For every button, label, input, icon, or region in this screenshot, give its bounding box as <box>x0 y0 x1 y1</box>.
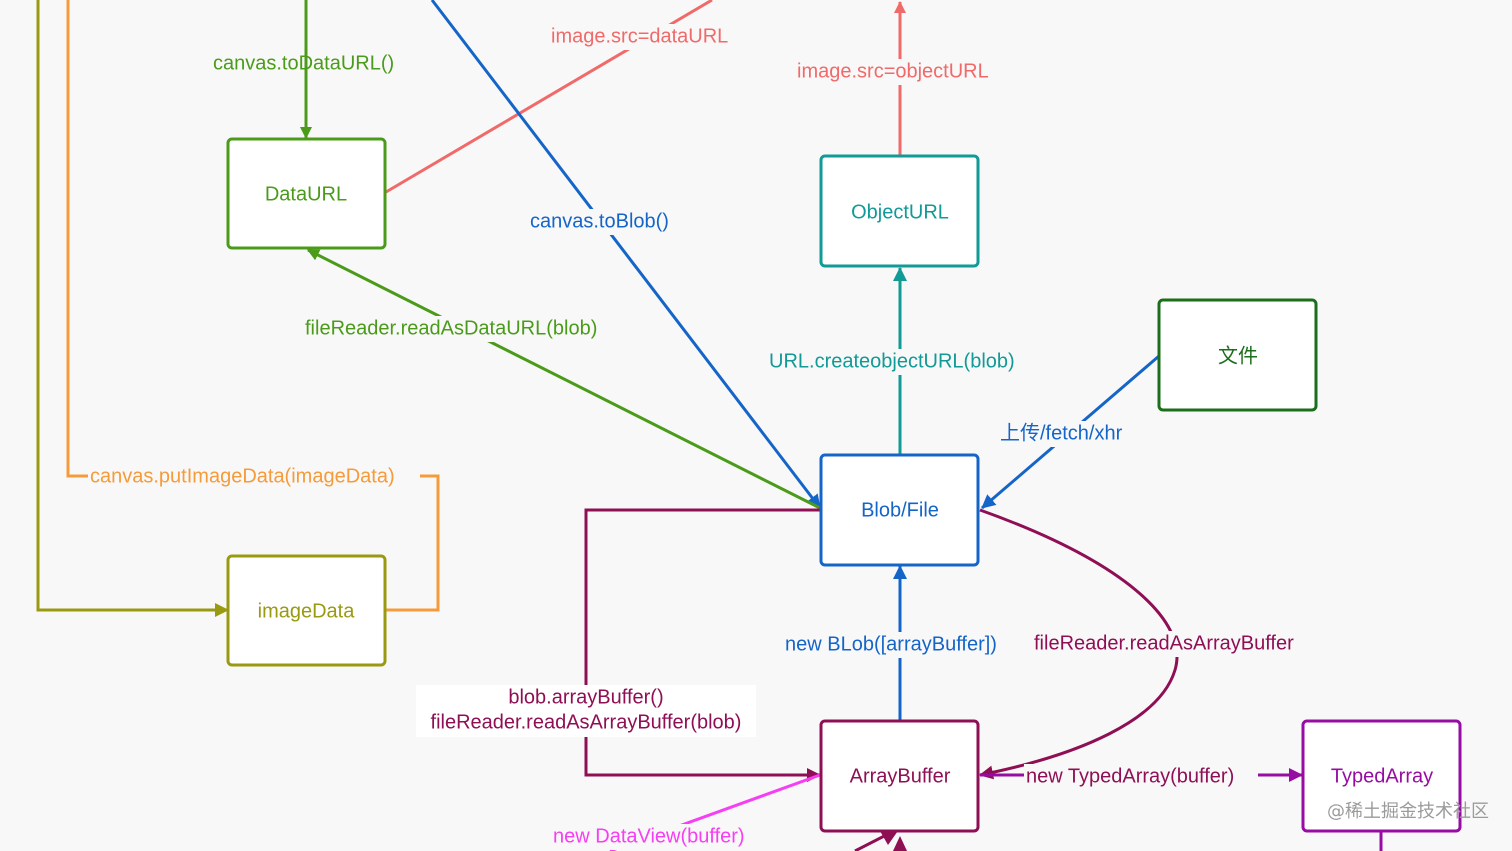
label-readasarraybuffer: fileReader.readAsArrayBuffer <box>1034 632 1294 654</box>
edge-putimagedata <box>66 0 440 612</box>
label-new-blob: new BLob([arrayBuffer]) <box>785 633 997 655</box>
edge-canvas-toblob <box>430 0 822 509</box>
label-image-src-objecturl: image.src=objectURL <box>797 60 989 82</box>
label-blob-arraybuffer-1: blob.arrayBuffer() <box>508 686 663 708</box>
label-bg-new-typedarray <box>1024 764 1258 790</box>
label-createobjecturl: URL.createobjectURL(blob) <box>769 350 1015 372</box>
label-new-typedarray: new TypedArray(buffer) <box>1026 765 1234 787</box>
node-file-label: 文件 <box>1218 344 1258 367</box>
node-blob-label: Blob/File <box>861 499 939 521</box>
edge-readasarraybuffer <box>979 508 1179 780</box>
edge-readasdataurl <box>307 248 821 510</box>
label-canvas-toblob: canvas.toBlob() <box>530 210 669 232</box>
label-bg-image-src-objecturl <box>794 59 1006 85</box>
label-bg-upload <box>998 421 1140 447</box>
label-canvas-todataurl: canvas.toDataURL() <box>213 52 394 74</box>
node-objecturl: ObjectURL <box>819 154 980 268</box>
label-bg-new-dataview <box>550 824 766 850</box>
node-dataurl: DataURL <box>226 137 387 250</box>
label-new-dataview: new DataView(buffer) <box>553 825 745 847</box>
node-arraybuffer: ArrayBuffer <box>819 719 980 833</box>
label-bg-putimagedata <box>88 464 420 490</box>
node-typedarray: TypedArray <box>1301 719 1462 833</box>
label-bg-readasdataurl <box>302 316 620 342</box>
node-file: 文件 <box>1157 298 1318 412</box>
edge-olive-to-imagedata <box>36 0 229 617</box>
label-bg-readasarraybuffer <box>1031 631 1319 657</box>
label-bg-new-blob <box>782 632 1018 658</box>
watermark: @稀土掘金技术社区 <box>1327 801 1489 822</box>
node-typedarray-label: TypedArray <box>1331 765 1433 787</box>
node-imagedata-label: imageData <box>258 600 356 622</box>
node-imagedata: imageData <box>226 554 387 667</box>
label-upload: 上传/fetch/xhr <box>1000 421 1123 444</box>
node-blob: Blob/File <box>819 453 980 567</box>
label-blob-arraybuffer-2: fileReader.readAsArrayBuffer(blob) <box>431 711 742 733</box>
node-dataurl-label: DataURL <box>265 183 347 205</box>
edge-bottom-arrowhead-2 <box>893 836 907 851</box>
label-putimagedata: canvas.putImageData(imageData) <box>90 465 395 487</box>
node-objecturl-label: ObjectURL <box>851 201 949 223</box>
label-bg-image-src-dataurl <box>548 24 744 50</box>
label-bg-blob-arraybuffer <box>416 685 756 737</box>
edge-blob-arraybuffer <box>584 508 821 782</box>
node-arraybuffer-label: ArrayBuffer <box>850 765 951 787</box>
label-bg-canvas-toblob <box>527 209 679 235</box>
label-image-src-dataurl: image.src=dataURL <box>551 25 728 47</box>
label-readasdataurl: fileReader.readAsDataURL(blob) <box>305 317 597 339</box>
label-bg-createobjecturl <box>766 349 1034 375</box>
